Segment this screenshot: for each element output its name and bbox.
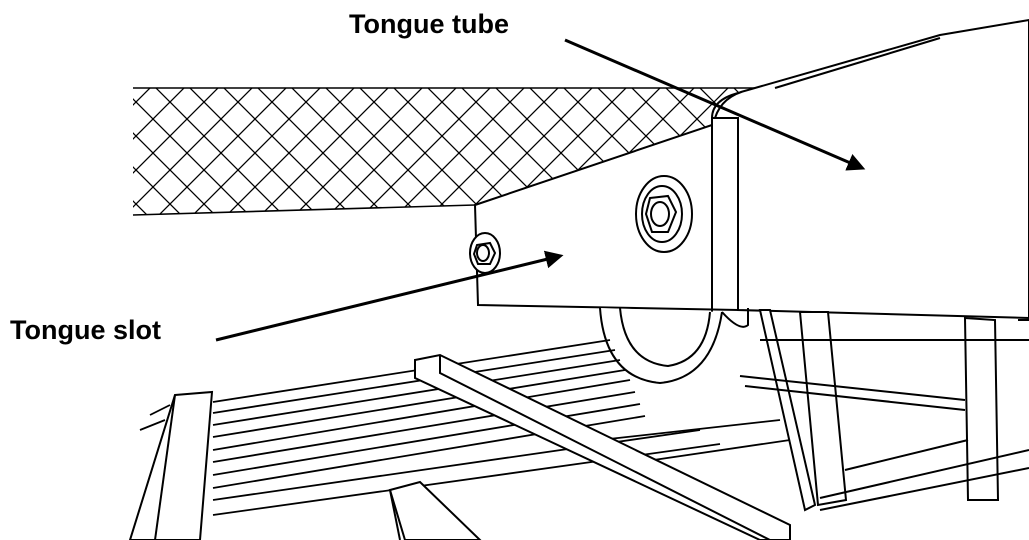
- callout-arrows: [215, 38, 866, 342]
- support-frame: [739, 309, 1029, 512]
- tongue-tube-arrow: [564, 38, 866, 171]
- tongue-tube-label: Tongue tube: [349, 9, 509, 39]
- roller-wheel: [599, 307, 749, 385]
- tongue-slot-label: Tongue slot: [10, 315, 161, 345]
- tongue-tube: [711, 18, 1029, 320]
- large-bolt: [635, 175, 693, 253]
- left-post: [128, 390, 214, 540]
- tongue-slot-arrow: [215, 250, 564, 342]
- small-bolt: [469, 232, 501, 274]
- front-block: [388, 480, 482, 540]
- rail-beam: [414, 353, 791, 540]
